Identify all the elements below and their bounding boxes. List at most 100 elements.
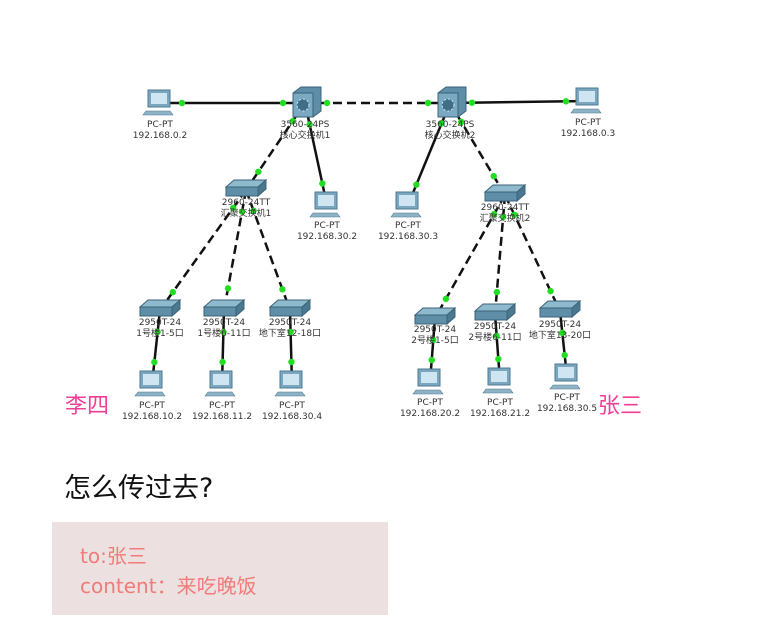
node-model: PC-PT bbox=[554, 393, 580, 403]
pc-screen bbox=[143, 374, 159, 385]
node-model: 2950T-24 bbox=[268, 318, 312, 328]
switch-front bbox=[484, 191, 518, 202]
node-name: 汇聚交换机1 bbox=[220, 209, 272, 219]
node-name: 192.168.30.4 bbox=[261, 412, 323, 422]
node-model: 2950T-24 bbox=[413, 325, 457, 335]
switch-side bbox=[235, 298, 245, 318]
link-light bbox=[442, 295, 450, 303]
node-model: 2960-24TT bbox=[221, 198, 271, 208]
switch-side bbox=[257, 178, 267, 198]
switch-front bbox=[139, 306, 173, 317]
pc-screen bbox=[421, 372, 437, 383]
link-light bbox=[287, 328, 294, 336]
message-box: to:张三 content：来吃晚饭 bbox=[52, 522, 388, 615]
pc-keyboard bbox=[412, 389, 444, 395]
pc-screen bbox=[213, 374, 229, 385]
link-light bbox=[279, 99, 287, 107]
link-light bbox=[511, 211, 518, 219]
node-name: 2号楼6-11口 bbox=[468, 333, 522, 343]
link-light bbox=[288, 358, 295, 366]
node-model: PC-PT bbox=[575, 118, 601, 128]
node-name: 核心交换机1 bbox=[279, 131, 331, 141]
node-model: 2950T-24 bbox=[538, 320, 582, 330]
link-light bbox=[255, 168, 262, 175]
node-model: 2950T-24 bbox=[473, 322, 517, 332]
pc-screen bbox=[399, 195, 415, 206]
switch-side bbox=[301, 298, 311, 318]
link-light bbox=[559, 329, 566, 337]
pc-screen bbox=[318, 195, 334, 206]
link-solid bbox=[406, 102, 452, 206]
pc-keyboard bbox=[570, 108, 602, 114]
link-light bbox=[428, 356, 435, 364]
pc-keyboard bbox=[274, 391, 306, 397]
link-light bbox=[229, 204, 237, 212]
switch-side bbox=[516, 183, 526, 203]
link-light bbox=[306, 121, 313, 128]
network-topology bbox=[134, 86, 602, 397]
node-name: 192.168.30.5 bbox=[536, 404, 598, 414]
node-name: 地下室13-20口 bbox=[528, 331, 592, 341]
pc-keyboard bbox=[549, 384, 581, 390]
message-content: content：来吃晚饭 bbox=[80, 574, 257, 598]
link-light bbox=[468, 99, 476, 106]
link-light bbox=[151, 358, 158, 366]
link-light bbox=[323, 99, 331, 107]
switch-side bbox=[446, 306, 456, 326]
pc-screen bbox=[558, 367, 574, 378]
node-model: 3560-24PS bbox=[425, 120, 475, 130]
link-light bbox=[319, 180, 326, 187]
question-heading: 怎么传过去? bbox=[64, 473, 214, 504]
link-light bbox=[220, 328, 227, 336]
node-model: 2960-24TT bbox=[480, 203, 530, 213]
pc-keyboard bbox=[309, 212, 341, 218]
link-light bbox=[250, 207, 257, 214]
link-light bbox=[413, 181, 420, 188]
pc-keyboard bbox=[482, 388, 514, 394]
node-model: PC-PT bbox=[395, 221, 421, 231]
node-name: 1号楼1-5口 bbox=[136, 329, 184, 339]
link-light bbox=[178, 99, 186, 107]
node-name: 地下室12-18口 bbox=[258, 329, 322, 339]
node-model: PC-PT bbox=[147, 120, 173, 130]
link-light bbox=[430, 336, 437, 344]
node-name: 2号楼1-5口 bbox=[411, 336, 459, 346]
switch-front bbox=[225, 186, 259, 197]
switch-front bbox=[474, 310, 508, 321]
link-light bbox=[490, 172, 497, 180]
node-model: PC-PT bbox=[487, 398, 513, 408]
link-solid bbox=[303, 102, 329, 206]
node-model: PC-PT bbox=[314, 221, 340, 231]
switch-side bbox=[506, 302, 516, 322]
message-to: to:张三 bbox=[80, 544, 147, 568]
link-light bbox=[493, 288, 501, 296]
link-light bbox=[438, 120, 445, 127]
switch-front bbox=[203, 306, 237, 317]
pc-keyboard bbox=[204, 391, 236, 397]
pc-keyboard bbox=[390, 212, 422, 218]
node-model: PC-PT bbox=[279, 401, 305, 411]
node-model: 2950T-24 bbox=[138, 318, 182, 328]
node-model: 2950T-24 bbox=[202, 318, 246, 328]
pc-screen bbox=[491, 371, 507, 382]
pc-keyboard bbox=[134, 391, 166, 397]
pc-screen bbox=[579, 91, 595, 102]
link-dashed bbox=[448, 102, 507, 196]
link-light bbox=[279, 286, 286, 293]
link-light bbox=[495, 355, 502, 363]
switch-front bbox=[539, 307, 573, 318]
link-light bbox=[224, 285, 232, 292]
core-switch-symbol bbox=[441, 98, 455, 112]
node-model: PC-PT bbox=[417, 398, 443, 408]
